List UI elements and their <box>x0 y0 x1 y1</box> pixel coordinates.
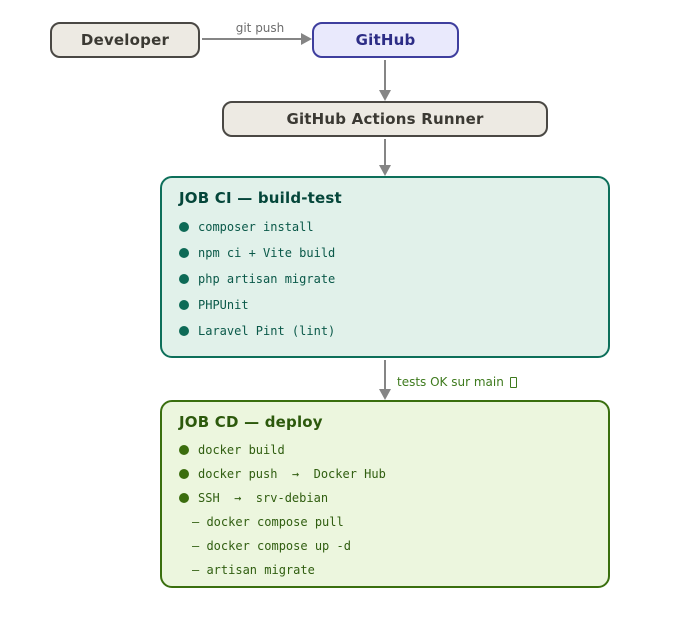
cd-substep-compose-up: — docker compose up -d <box>192 539 351 553</box>
github-to-runner-edge <box>384 60 386 91</box>
cd-step-docker-build: docker build <box>179 438 591 462</box>
ci-step-label: npm ci + Vite build <box>198 246 336 260</box>
ci-step-npm-vite: npm ci + Vite build <box>179 240 591 266</box>
cd-step-label: docker push → Docker Hub <box>198 467 386 481</box>
ci-step-artisan-migrate: php artisan migrate <box>179 266 591 292</box>
cd-step-label: SSH → srv-debian <box>198 491 329 505</box>
bullet-dot-icon <box>179 248 189 258</box>
git-push-edge-label: git push <box>235 21 285 35</box>
arrow-down-icon <box>379 165 391 176</box>
cd-step-label: docker build <box>198 443 285 457</box>
bullet-dot-icon <box>179 300 189 310</box>
ci-step-phpunit: PHPUnit <box>179 292 591 318</box>
tests-ok-edge-label: tests OK sur main <box>397 375 517 389</box>
bullet-dot-icon <box>179 445 189 455</box>
ci-step-laravel-pint: Laravel Pint (lint) <box>179 318 591 344</box>
arrow-down-icon <box>379 389 391 400</box>
cd-substep-artisan-migrate: — artisan migrate <box>192 563 315 577</box>
tests-ok-label-text: tests OK sur main <box>397 375 504 389</box>
cd-substep-compose-pull: — docker compose pull <box>192 515 344 529</box>
actions-runner-node-label: GitHub Actions Runner <box>286 110 484 128</box>
developer-node-label: Developer <box>80 31 170 49</box>
job-cd-box: JOB CD — deploy docker build docker push… <box>160 400 610 588</box>
developer-to-github-edge <box>202 38 301 40</box>
developer-node: Developer <box>50 22 200 58</box>
ci-step-label: php artisan migrate <box>198 272 336 286</box>
ci-step-label: Laravel Pint (lint) <box>198 324 336 338</box>
runner-to-ci-edge <box>384 139 386 166</box>
ci-step-composer-install: composer install <box>179 214 591 240</box>
github-node: GitHub <box>312 22 459 58</box>
arrow-right-icon <box>301 33 312 45</box>
actions-runner-node: GitHub Actions Runner <box>222 101 548 137</box>
missing-glyph-icon <box>509 376 517 388</box>
cd-step-ssh: SSH → srv-debian <box>179 486 591 510</box>
job-ci-box: JOB CI — build-test composer install npm… <box>160 176 610 358</box>
ci-step-label: PHPUnit <box>198 298 249 312</box>
bullet-dot-icon <box>179 469 189 479</box>
arrow-down-icon <box>379 90 391 101</box>
cd-step-docker-push: docker push → Docker Hub <box>179 462 591 486</box>
bullet-dot-icon <box>179 326 189 336</box>
bullet-dot-icon <box>179 222 189 232</box>
job-cd-title: JOB CD — deploy <box>179 413 323 431</box>
ci-to-cd-edge <box>384 360 386 390</box>
github-node-label: GitHub <box>355 31 416 49</box>
bullet-dot-icon <box>179 493 189 503</box>
ci-step-label: composer install <box>198 220 314 234</box>
job-ci-title: JOB CI — build-test <box>179 189 342 207</box>
bullet-dot-icon <box>179 274 189 284</box>
